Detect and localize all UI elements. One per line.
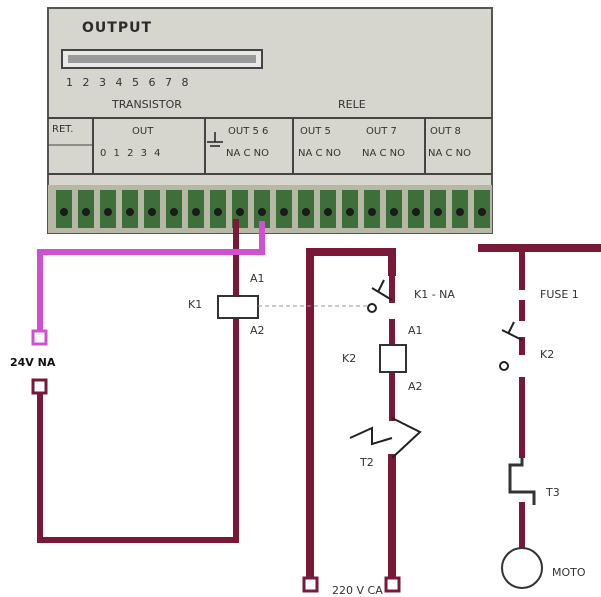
cell-out8-sub: NA C NO — [428, 148, 472, 159]
terminal-hole — [302, 208, 310, 216]
label-k2-right: K2 — [540, 348, 555, 361]
output-numbers: 1 2 3 4 5 6 7 8 — [66, 76, 192, 89]
terminal-hole — [82, 208, 90, 216]
cell-out7-sub: NA C NO — [362, 148, 406, 159]
label-t3: T3 — [546, 486, 560, 499]
wire-24v — [37, 221, 265, 341]
cell-out5: OUT 5 — [300, 126, 331, 137]
group-rele-label: RELE — [338, 98, 366, 111]
motor-icon — [501, 547, 543, 589]
cell-out56-sub: NA C NO — [226, 148, 270, 159]
terminal-hole — [368, 208, 376, 216]
supply-terminal-top — [31, 329, 48, 346]
t2-thermal-contact — [349, 417, 422, 459]
cell-ret: RET. — [52, 124, 74, 135]
label-motor: MOTO — [552, 566, 586, 579]
terminal-hole — [412, 208, 420, 216]
terminal-hole — [236, 208, 244, 216]
label-bottom-supply: 220 V CA — [332, 584, 383, 597]
terminal-hole — [192, 208, 200, 216]
cell-out7: OUT 7 — [366, 126, 397, 137]
terminal-220-right — [384, 576, 401, 593]
terminal-hole — [324, 208, 332, 216]
t3-thermal-relay — [508, 455, 536, 505]
label-a2-left: A2 — [250, 324, 265, 337]
k2-coil — [379, 344, 407, 373]
wiring — [37, 219, 601, 587]
label-supply: 24V NA — [10, 356, 56, 369]
terminal-220-left — [302, 576, 319, 593]
label-t2: T2 — [360, 456, 374, 469]
label-fuse: FUSE 1 — [540, 288, 579, 301]
k2-contact — [499, 321, 523, 371]
terminal-hole — [258, 208, 266, 216]
cell-out8: OUT 8 — [430, 126, 461, 137]
terminal-hole — [214, 208, 222, 216]
k1-coil — [217, 295, 259, 319]
terminal-hole — [280, 208, 288, 216]
terminal-hole — [148, 208, 156, 216]
terminal-hole — [434, 208, 442, 216]
cell-out5-sub: NA C NO — [298, 148, 342, 159]
terminal-hole — [456, 208, 464, 216]
label-a2-mid: A2 — [408, 380, 423, 393]
terminal-hole — [104, 208, 112, 216]
output-title: OUTPUT — [82, 20, 152, 36]
terminal-hole — [390, 208, 398, 216]
terminal-hole — [478, 208, 486, 216]
label-a1-left: A1 — [250, 272, 265, 285]
terminal-hole — [346, 208, 354, 216]
ground-icon — [207, 132, 223, 147]
group-transistor-label: TRANSISTOR — [112, 98, 182, 111]
cell-out56: OUT 5 6 — [228, 126, 269, 137]
terminal-hole — [126, 208, 134, 216]
supply-terminal-bottom — [31, 378, 48, 395]
cell-out-nums: 0 1 2 3 4 — [100, 148, 163, 159]
terminal-hole — [60, 208, 68, 216]
label-k2: K2 — [342, 352, 357, 365]
label-k1-na: K1 - NA — [414, 288, 455, 301]
wire-k1-return — [37, 315, 239, 543]
label-k1: K1 — [188, 298, 203, 311]
label-a1-mid: A1 — [408, 324, 423, 337]
k1-na-contact — [367, 279, 393, 313]
cell-out-head: OUT — [132, 126, 154, 137]
terminal-screws — [56, 190, 490, 228]
terminal-hole — [170, 208, 178, 216]
